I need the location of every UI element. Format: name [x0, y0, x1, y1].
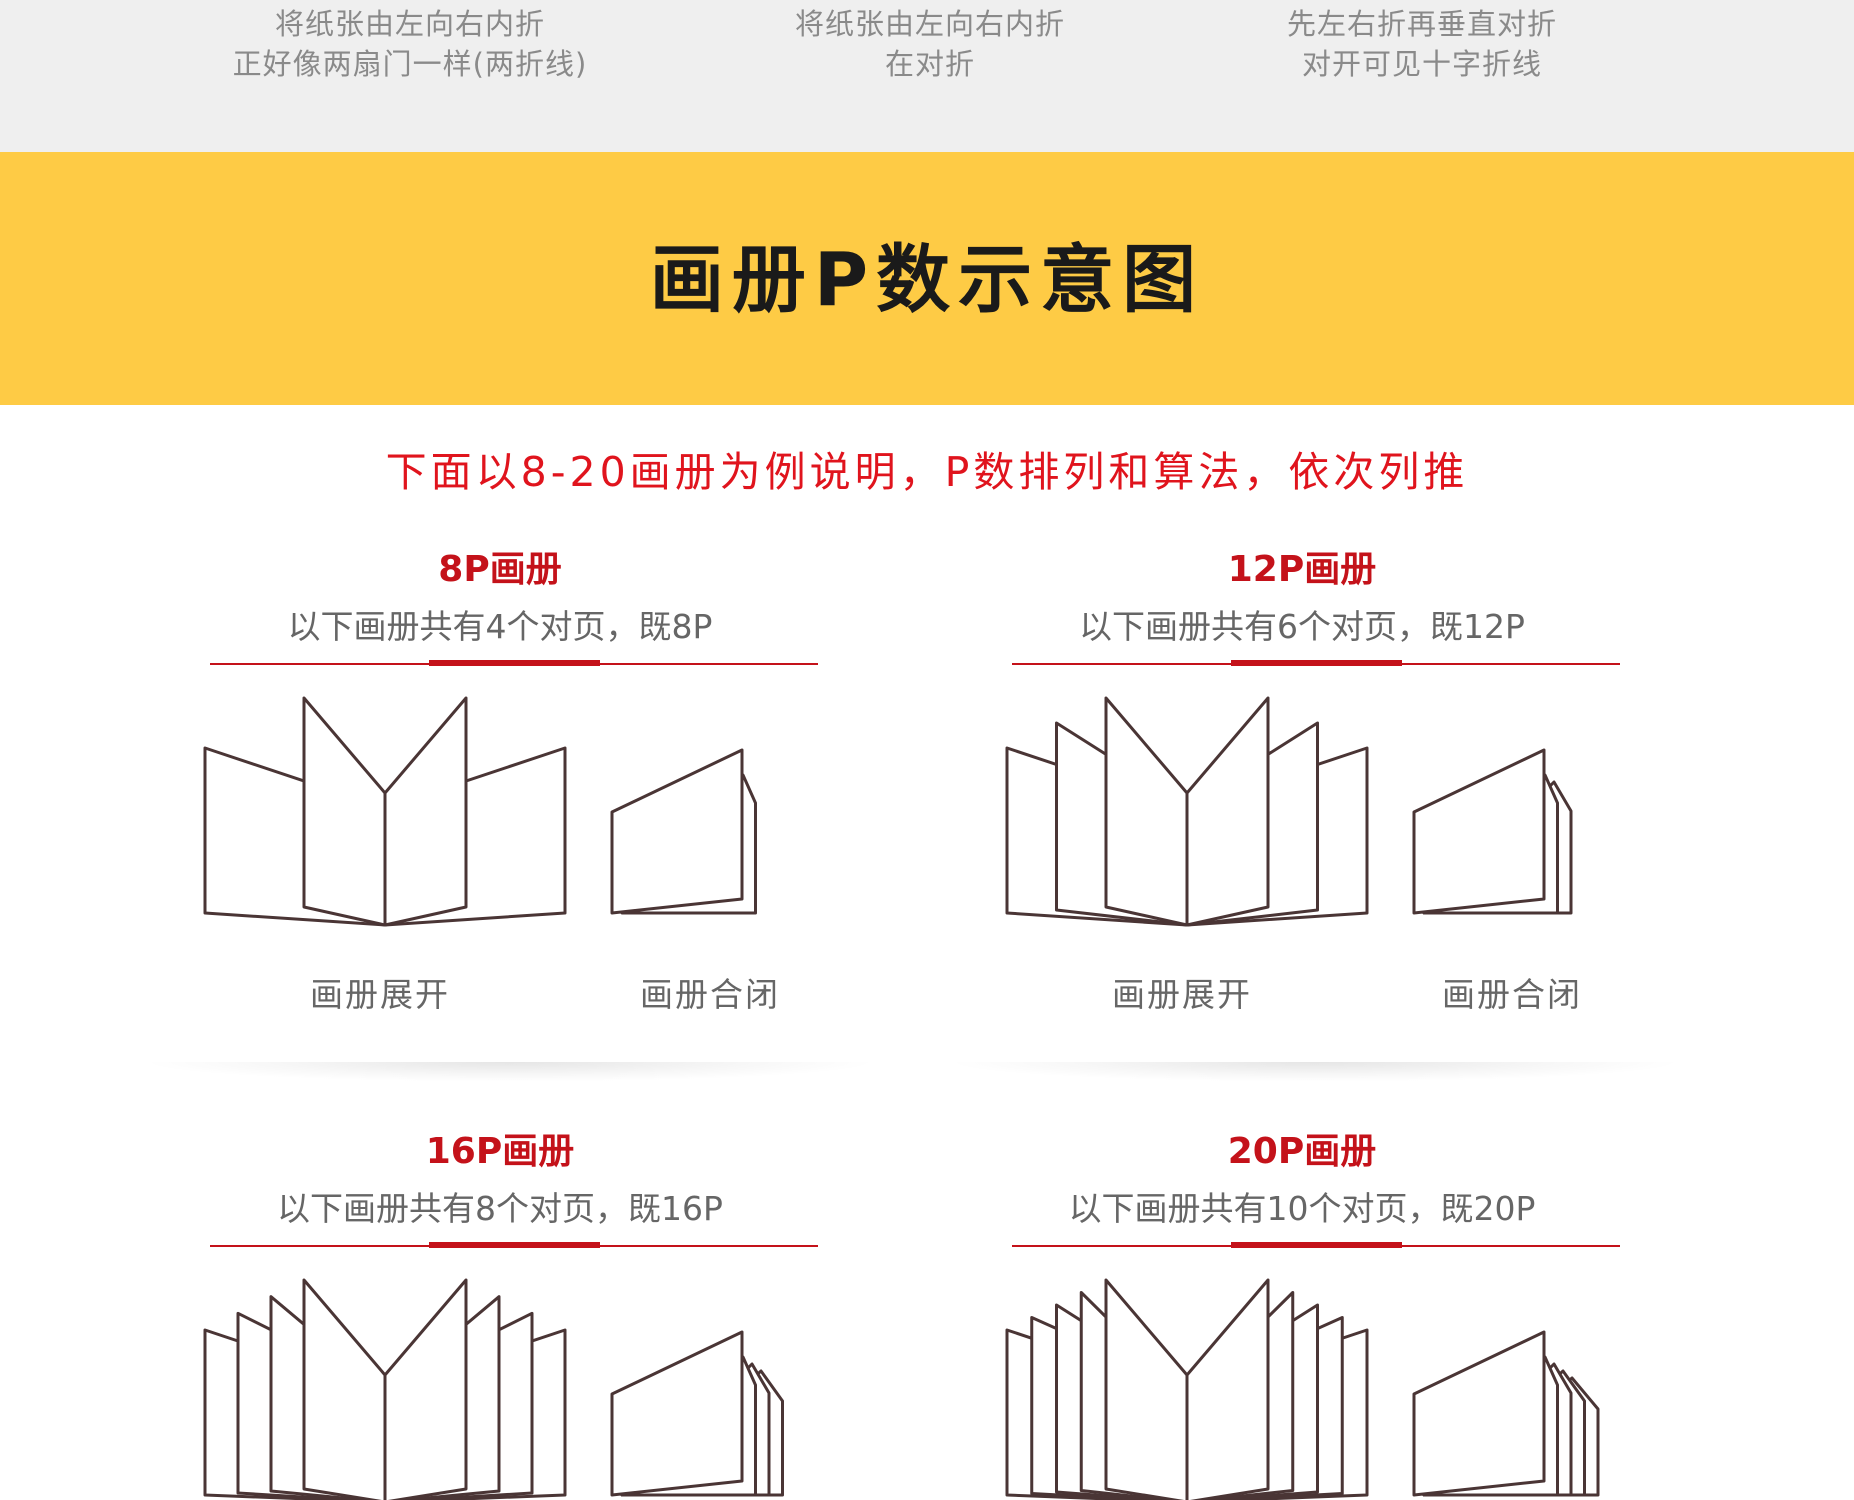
closed-booklet-cover [1412, 1330, 1546, 1497]
fold-caption-gate: 将纸张由左向右内折 正好像两扇门一样(两折线) [160, 4, 660, 84]
fold-caption-line: 对开可见十字折线 [1301, 47, 1542, 81]
panel-title: 12P画册 [1227, 549, 1377, 590]
panel-subtitle: 以下画册共有4个对页，既8P [287, 607, 713, 646]
closed-booklet-cover [610, 748, 744, 915]
open-booklet-page [383, 696, 468, 927]
panel-8p: 8P画册 以下画册共有4个对页，既8P [180, 540, 820, 1020]
open-booklet-page [383, 1278, 468, 1500]
caption-closed: 画册合闭 [1442, 975, 1582, 1014]
panel-20p: 20P画册 以下画册共有10个对页，既20P [982, 1122, 1622, 1500]
panel-subtitle: 以下画册共有6个对页，既12P [1079, 607, 1525, 646]
intro-text: 下面以8-20画册为例说明，P数排列和算法，依次列推 [385, 448, 1469, 496]
fold-types-strip: 将纸张由左向右内折 正好像两扇门一样(两折线) 将纸张由左向右内折 在对折 先左… [0, 0, 1854, 152]
panel-16p: 16P画册 以下画册共有8个对页，既16P [180, 1122, 820, 1500]
panel-subtitle: 以下画册共有10个对页，既20P [1068, 1189, 1536, 1228]
caption-closed: 画册合闭 [640, 975, 780, 1014]
open-booklet-page [1104, 696, 1189, 927]
fold-caption-cross: 先左右折再垂直对折 对开可见十字折线 [1172, 4, 1672, 84]
fold-caption-line: 在对折 [884, 47, 975, 81]
fold-caption-line: 将纸张由左向右内折 [794, 7, 1065, 41]
booklet-diagram-16p [203, 1278, 784, 1500]
open-booklet-page [302, 696, 387, 927]
panel-title: 8P画册 [438, 549, 562, 590]
caption-open: 画册展开 [310, 975, 450, 1014]
panel-title: 20P画册 [1227, 1131, 1377, 1172]
divider-accent [1231, 660, 1402, 666]
panel-title: 16P画册 [425, 1131, 575, 1172]
divider-accent [429, 660, 600, 666]
divider-accent [429, 1242, 600, 1248]
open-booklet-page [1185, 696, 1270, 927]
open-booklet-page [1104, 1278, 1189, 1500]
open-booklet-page [1185, 1278, 1270, 1500]
caption-open: 画册展开 [1112, 975, 1252, 1014]
closed-booklet-cover [610, 1330, 744, 1497]
panel-12p: 12P画册 以下画册共有6个对页，既12P [982, 540, 1622, 1020]
page-title: 画册P数示意图 [649, 237, 1205, 323]
fold-caption-line: 正好像两扇门一样(两折线) [232, 47, 588, 81]
booklet-diagram-8p [203, 696, 757, 927]
panel-subtitle: 以下画册共有8个对页，既16P [277, 1189, 723, 1228]
fold-caption-line: 先左右折再垂直对折 [1286, 7, 1557, 41]
closed-booklet-cover [1412, 748, 1546, 915]
section-shadow [140, 1062, 880, 1082]
fold-caption-line: 将纸张由左向右内折 [274, 7, 545, 41]
divider-accent [1231, 1242, 1402, 1248]
title-band: 画册P数示意图 [0, 152, 1854, 405]
booklet-diagram-12p [1005, 696, 1573, 927]
section-shadow [945, 1062, 1685, 1082]
booklet-diagram-20p [1005, 1278, 1600, 1500]
open-booklet-page [302, 1278, 387, 1500]
fold-caption-double: 将纸张由左向右内折 在对折 [680, 4, 1180, 84]
